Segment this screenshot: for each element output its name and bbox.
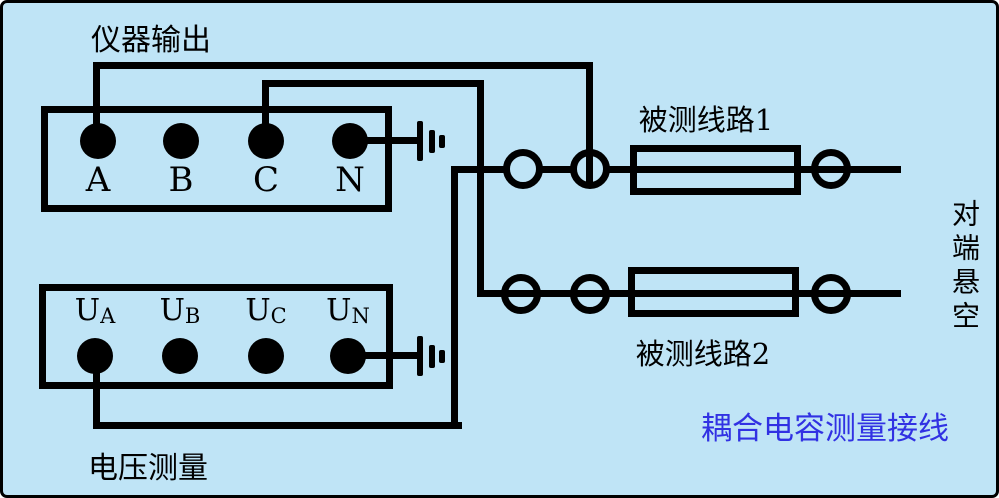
terminal-dot-n — [332, 123, 368, 159]
terminal-label-n: N — [335, 160, 365, 200]
instrument-output-label: 仪器输出 — [91, 23, 211, 58]
far-end-floating-label: 对端悬空 — [948, 199, 981, 335]
uc-sub: C — [270, 304, 287, 328]
ub-main: U — [159, 293, 185, 328]
terminal-dot-a — [80, 123, 116, 159]
uc-main: U — [245, 293, 271, 328]
wire-output-c-horizontal — [262, 80, 484, 87]
tested-line-1-label: 被测线路1 — [638, 103, 774, 137]
ground-bar-long — [417, 121, 423, 161]
terminal-label-a: A — [85, 160, 111, 200]
ground-bar-short — [439, 135, 445, 148]
wire-output-c-drop — [477, 80, 484, 297]
diagram-caption: 耦合电容测量接线 — [701, 411, 949, 447]
terminal-label-ua: UA — [67, 293, 123, 328]
terminal-dot-un — [330, 338, 366, 374]
voltage-terminal-box — [39, 284, 393, 389]
ground-bar-medium — [429, 130, 435, 153]
wire-ua-riser — [451, 166, 458, 429]
terminal-dot-ub — [162, 338, 198, 374]
line2-insulator-3 — [811, 274, 851, 314]
wire-output-a-vertical — [93, 62, 100, 142]
wire-output-a-horizontal — [93, 62, 593, 69]
line2-insulator-2 — [570, 274, 610, 314]
tested-line-2-label: 被测线路2 — [635, 337, 771, 371]
ub-sub: B — [184, 304, 201, 328]
terminal-label-b: B — [168, 160, 194, 200]
ground-bar-short — [439, 350, 445, 363]
un-sub: N — [351, 304, 370, 328]
line1-wire — [451, 166, 901, 173]
terminal-dot-ua — [77, 338, 113, 374]
wire-ua-horizontal — [93, 422, 462, 429]
line1-body — [630, 145, 801, 195]
ua-main: U — [74, 293, 101, 328]
ua-sub: A — [100, 304, 116, 328]
line1-insulator-3 — [811, 149, 851, 189]
output-terminal-box — [41, 106, 392, 212]
un-main: U — [326, 293, 352, 328]
line1-insulator-1 — [503, 149, 543, 189]
terminal-label-ub: UB — [152, 293, 208, 328]
line2-body — [628, 267, 799, 317]
ground-wire — [350, 137, 417, 144]
ground-wire — [348, 352, 417, 359]
wire-ua-vertical — [93, 356, 100, 429]
terminal-dot-c — [248, 123, 284, 159]
terminal-dot-b — [163, 123, 199, 159]
terminal-label-uc: UC — [238, 293, 294, 328]
voltage-measurement-label: 电压测量 — [88, 451, 208, 486]
terminal-label-c: C — [252, 160, 279, 200]
line2-wire — [477, 290, 901, 297]
ground-bar-long — [417, 336, 423, 376]
ground-bar-medium — [429, 345, 435, 368]
line2-insulator-1 — [501, 274, 541, 314]
terminal-label-un: UN — [320, 293, 376, 328]
terminal-dot-uc — [248, 338, 284, 374]
wire-output-a-drop — [586, 62, 593, 188]
